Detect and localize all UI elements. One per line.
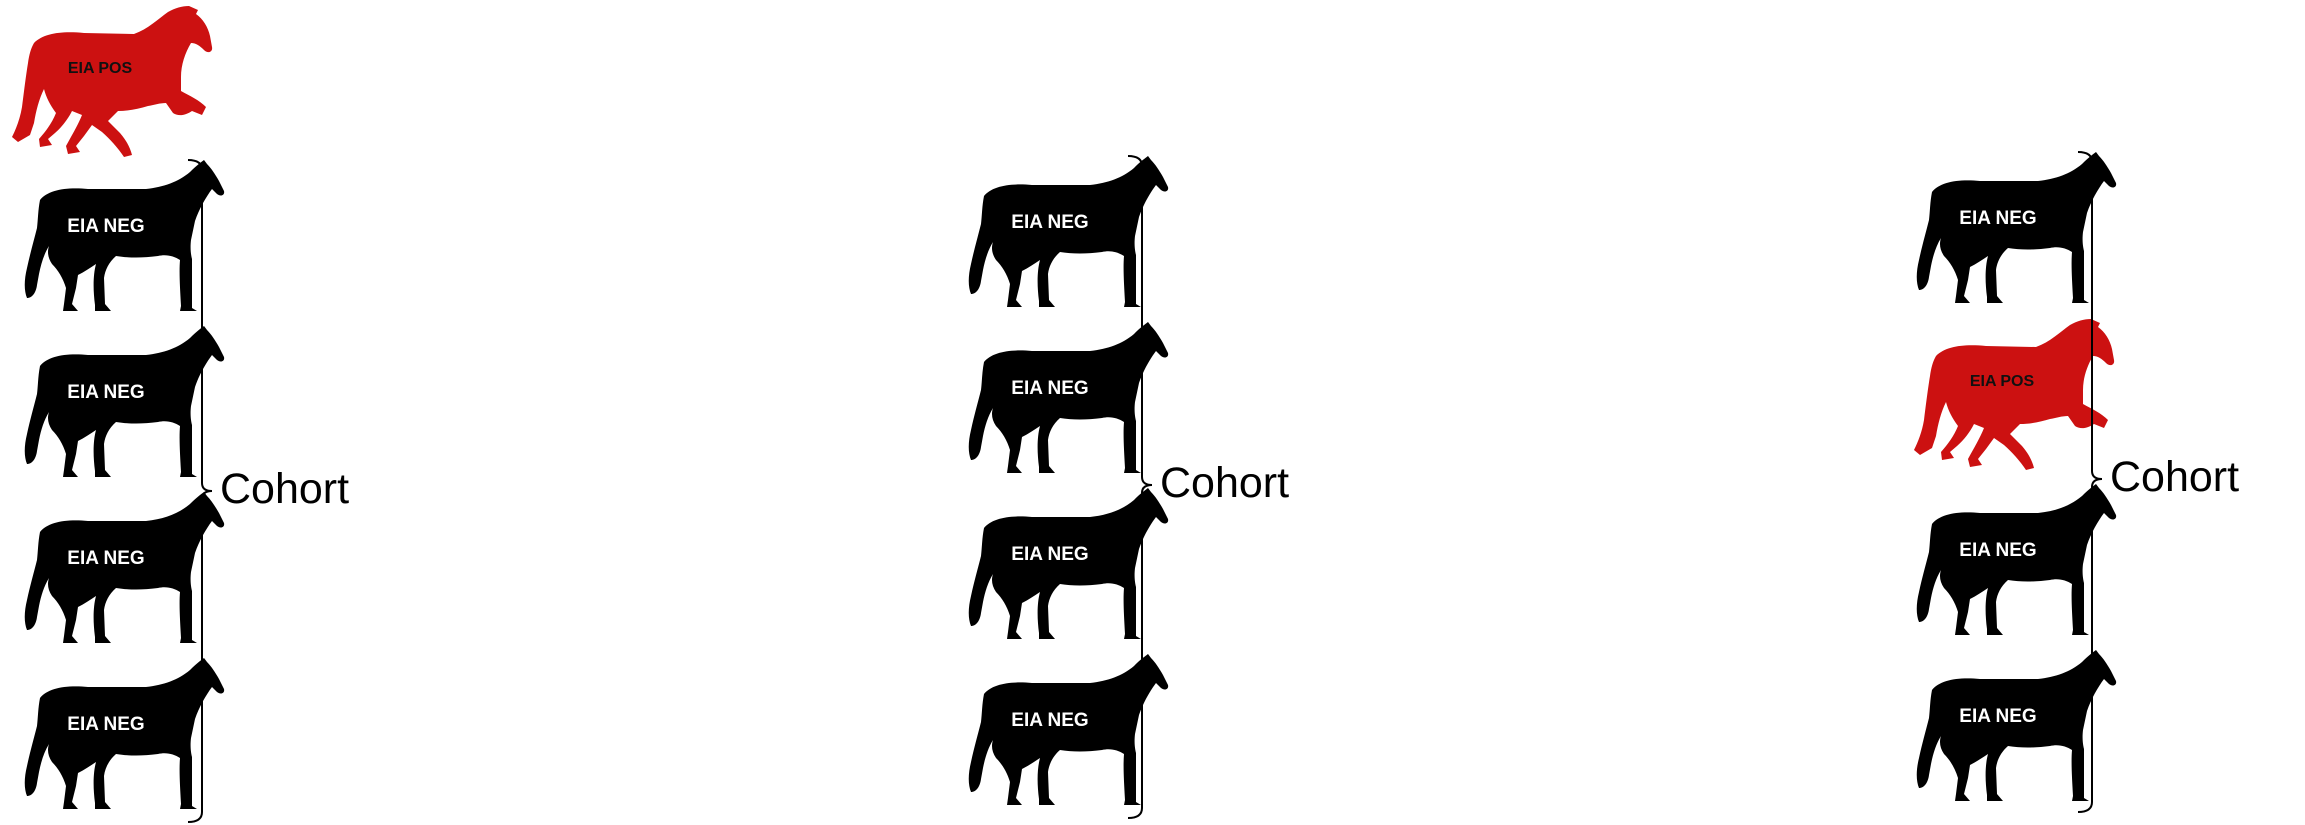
eia-negative-horse-3: EIA NEG [24,492,225,643]
cohort-group-3: EIA NEG EIA POS EIA NEG EIA NEG Cohort [1914,151,2239,813]
horse-status-label: EIA NEG [1011,710,1088,731]
horse-status-label: EIA NEG [67,216,144,237]
eia-negative-horse-4: EIA NEG [968,654,1169,805]
eia-positive-horse-2: EIA POS [1914,319,2115,470]
horse-status-label: EIA NEG [1959,706,2036,727]
horse-status-label: EIA NEG [1011,544,1088,565]
eia-positive-horse-outside-cohort: EIA POS [12,6,213,157]
horse-status-label: EIA NEG [1011,378,1088,399]
horse-status-label: EIA NEG [1959,540,2036,561]
eia-negative-horse-3: EIA NEG [1916,484,2117,635]
horse-status-label: EIA POS [68,60,133,77]
eia-negative-horse-3: EIA NEG [968,488,1169,639]
cohort-label: Cohort [2110,453,2239,501]
eia-negative-horse-1: EIA NEG [968,156,1169,307]
eia-negative-horse-4: EIA NEG [1916,650,2117,801]
eia-negative-horse-2: EIA NEG [968,322,1169,473]
prancing-horse-icon [12,6,213,157]
eia-negative-horse-1: EIA NEG [1916,152,2117,303]
cohort-group-1: EIA POS EIA NEG EIA NEG EIA NEG EIA NEG Cohor… [12,6,349,823]
cohort-label: Cohort [1160,459,1289,507]
cohort-bracket [1127,155,1153,819]
eia-negative-horse-2: EIA NEG [24,326,225,477]
eia-negative-horse-4: EIA NEG [24,658,225,809]
horse-status-label: EIA NEG [1011,212,1088,233]
horse-status-label: EIA NEG [67,714,144,735]
cohort-bracket [187,159,213,823]
cohort-group-2: EIA NEG EIA NEG EIA NEG EIA NEG Cohort [968,155,1289,819]
horse-status-label: EIA POS [1970,373,2035,390]
horse-status-label: EIA NEG [67,382,144,403]
cohort-label: Cohort [220,465,349,513]
eia-negative-horse-1: EIA NEG [24,160,225,311]
prancing-horse-icon [1914,319,2115,470]
cohort-bracket [2077,151,2103,813]
horse-status-label: EIA NEG [1959,208,2036,229]
horse-status-label: EIA NEG [67,548,144,569]
